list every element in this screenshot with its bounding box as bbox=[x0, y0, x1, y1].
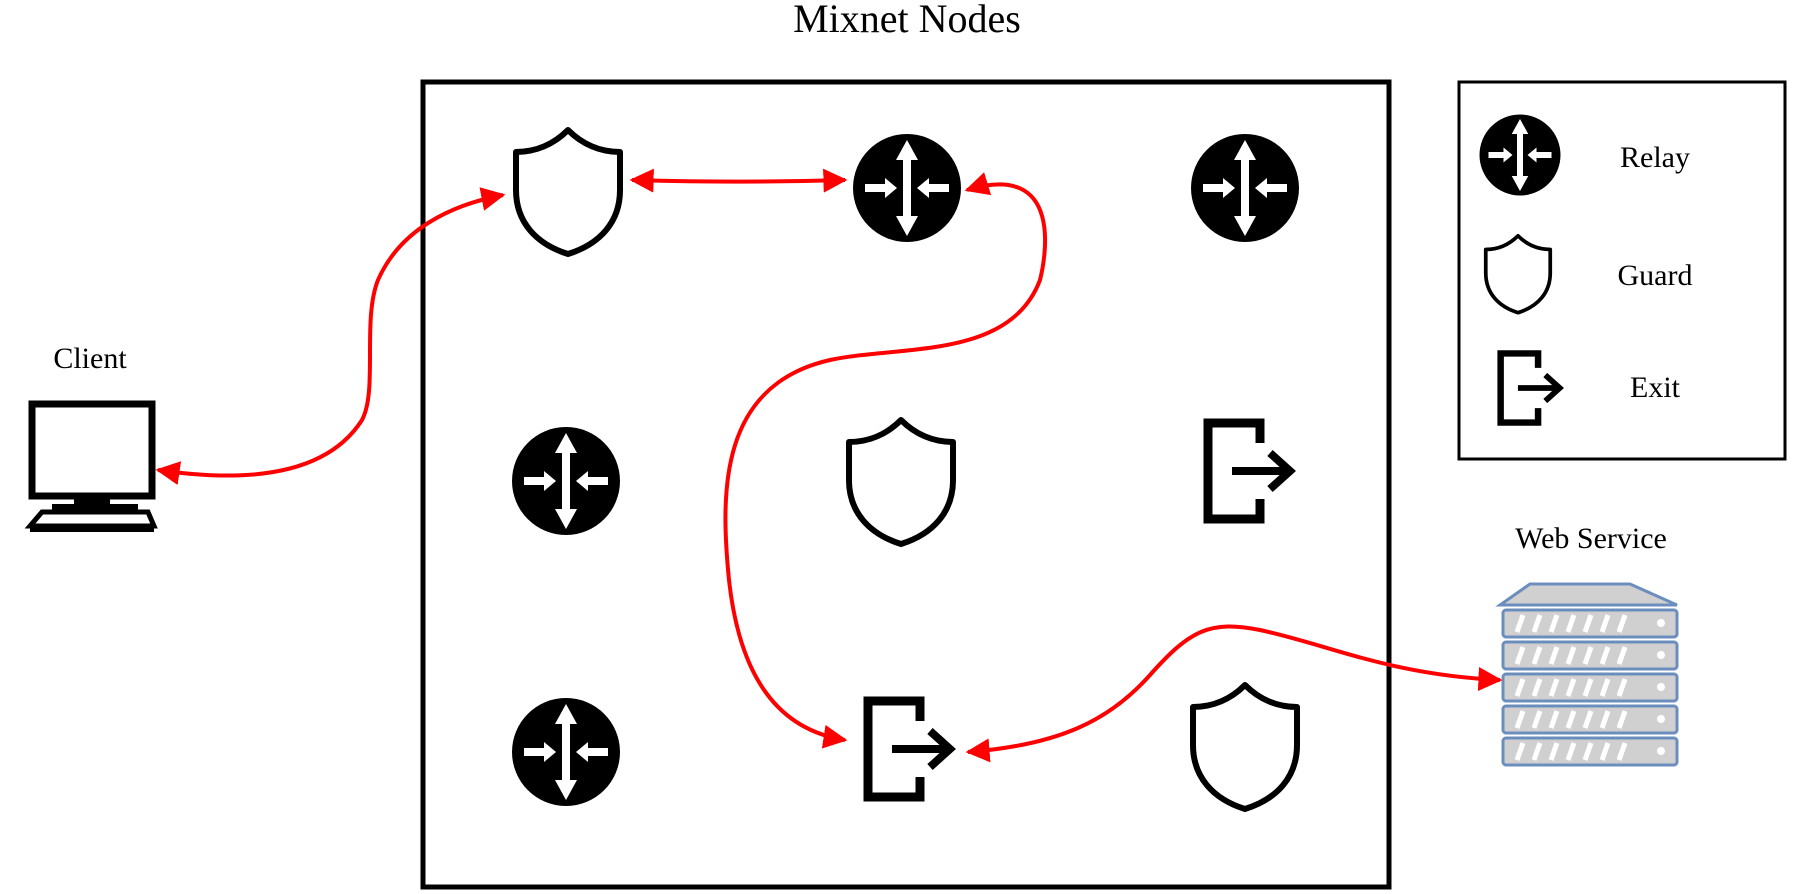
node-relay-r3c1 bbox=[512, 698, 620, 806]
diagram-title: Mixnet Nodes bbox=[793, 0, 1021, 41]
node-relay-r1c2 bbox=[853, 134, 961, 242]
client-label: Client bbox=[53, 342, 127, 375]
node-relay-r2c1 bbox=[512, 427, 620, 535]
computer-icon bbox=[24, 400, 158, 532]
node-guard-r1c1 bbox=[516, 130, 620, 254]
exit-icon bbox=[1501, 353, 1560, 422]
legend-exit-label: Exit bbox=[1630, 371, 1681, 404]
path-guard-relay bbox=[629, 168, 848, 193]
path-exit-webservice bbox=[965, 624, 1503, 763]
legend-relay-label: Relay bbox=[1620, 141, 1690, 174]
web-service-label: Web Service bbox=[1515, 522, 1667, 555]
connection-paths bbox=[155, 168, 1503, 763]
node-relay-r1c3 bbox=[1191, 134, 1299, 242]
node-guard-r2c2 bbox=[849, 420, 953, 544]
path-relay-exit bbox=[723, 172, 1048, 749]
guard-shield-icon bbox=[1483, 233, 1553, 315]
node-guard-r3c3 bbox=[1193, 685, 1297, 809]
legend-box bbox=[1457, 80, 1787, 461]
legend-guard-label: Guard bbox=[1618, 259, 1693, 292]
server-rack-icon bbox=[1495, 582, 1677, 765]
path-client-guard bbox=[155, 187, 506, 486]
node-exit-r2c3 bbox=[1208, 423, 1290, 519]
relay-icon bbox=[1479, 114, 1561, 196]
node-exit-r3c2 bbox=[868, 701, 950, 797]
